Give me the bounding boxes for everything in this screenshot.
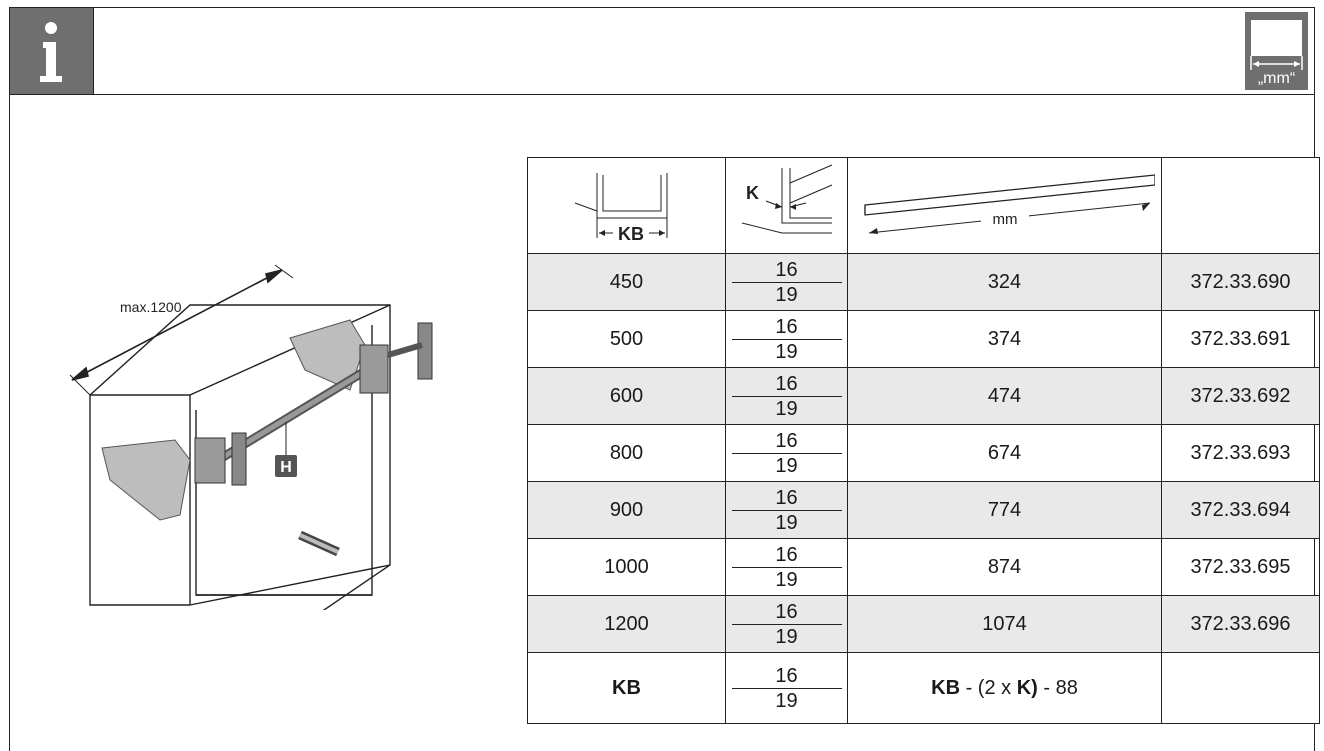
cell-kb: 500 [527, 310, 726, 368]
header-k-label: K [746, 183, 759, 203]
header-bar: „mm“ [9, 7, 1315, 95]
formula-kb: KB [931, 676, 961, 699]
cell-kb: 1000 [527, 538, 726, 596]
header-k: K [725, 157, 848, 254]
unit-mm-icon: „mm“ [1245, 12, 1308, 90]
cell-k-16: 16 [731, 258, 842, 283]
cell-k-16: 16 [731, 600, 842, 625]
header-article [1161, 157, 1320, 254]
cell-k-19: 19 [775, 511, 798, 534]
cell-k-16: 16 [731, 543, 842, 568]
unit-label: „mm“ [1257, 70, 1296, 87]
rod-length-icon: mm [863, 173, 1156, 234]
cell-k-16: 16 [731, 486, 842, 511]
cell-article: 372.33.696 [1161, 595, 1320, 653]
cell-mm: 874 [847, 538, 1162, 596]
cell-k-19: 19 [775, 454, 798, 477]
cell-k-19: 19 [775, 340, 798, 363]
cell-article: 372.33.692 [1161, 367, 1320, 425]
cell-k-19: 19 [775, 283, 798, 306]
header-kb: KB [527, 157, 726, 254]
cell-article: 372.33.693 [1161, 424, 1320, 482]
cell-k-16: 16 [731, 372, 842, 397]
footer-article [1161, 652, 1320, 724]
cell-kb: 600 [527, 367, 726, 425]
cell-mm: 674 [847, 424, 1162, 482]
part-label-h: H [280, 459, 292, 476]
cabinet-drawing: max.1200 H [69, 264, 433, 610]
dimension-label: max.1200 [120, 299, 182, 315]
footer-k-16: 16 [731, 664, 842, 689]
cell-k-19: 19 [775, 397, 798, 420]
info-icon [10, 8, 94, 94]
cabinet-width-icon: KB [574, 172, 667, 244]
cell-mm: 374 [847, 310, 1162, 368]
cell-kb: 1200 [527, 595, 726, 653]
footer-formula: KB - (2 x K) - 88 [847, 652, 1162, 724]
cell-mm: 1074 [847, 595, 1162, 653]
formula-k: K) [1016, 676, 1038, 699]
spec-table: KB K [527, 157, 1320, 724]
cell-kb: 800 [527, 424, 726, 482]
table-header-row: KB K [527, 157, 1320, 254]
cell-article: 372.33.694 [1161, 481, 1320, 539]
header-kb-label: KB [618, 224, 644, 243]
cell-k-16: 16 [731, 315, 842, 340]
cell-article: 372.33.691 [1161, 310, 1320, 368]
cell-kb: 450 [527, 253, 726, 311]
formula-end: - 88 [1037, 676, 1078, 699]
footer-k-19: 19 [775, 689, 798, 712]
header-mm-label: mm [992, 211, 1017, 228]
cell-mm: 474 [847, 367, 1162, 425]
cell-article: 372.33.690 [1161, 253, 1320, 311]
footer-kb: KB [527, 652, 726, 724]
header-mm: mm [847, 157, 1162, 254]
cell-k-19: 19 [775, 568, 798, 591]
panel-thickness-icon: K [741, 164, 832, 233]
cell-mm: 774 [847, 481, 1162, 539]
cell-k-16: 16 [731, 429, 842, 454]
cell-kb: 900 [527, 481, 726, 539]
cell-k-19: 19 [775, 625, 798, 648]
cell-article: 372.33.695 [1161, 538, 1320, 596]
formula-mid: - (2 x [960, 676, 1017, 699]
cell-mm: 324 [847, 253, 1162, 311]
